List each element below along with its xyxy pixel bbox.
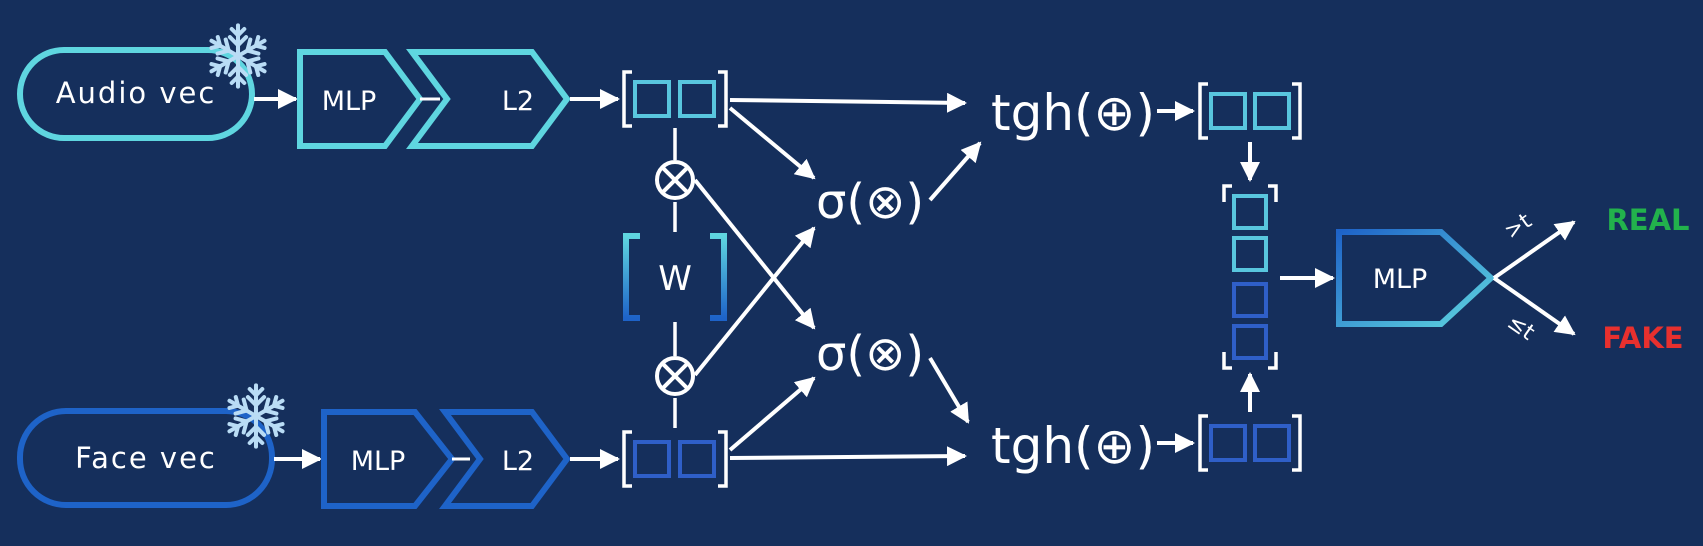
audio-branch: Audio vec MLP L2 (17, 25, 728, 149)
audio-l2-label: L2 (502, 86, 534, 117)
fused-audio-vector (1198, 82, 1302, 140)
face-embedding-vector (622, 430, 728, 488)
arrow-face-to-gate-bottom (728, 376, 816, 452)
face-input-node (17, 408, 275, 508)
arrow-gate-top-to-fuse-top (928, 141, 982, 202)
output-real-label: REAL (1606, 203, 1689, 237)
fuse-top-label: tgh(⊕) (991, 84, 1155, 142)
classifier-mlp-block (1336, 229, 1496, 327)
face-mlp-label: MLP (351, 446, 406, 477)
arrow-gate-bottom-to-fuse-bottom (928, 356, 970, 424)
concatenated-vector (1222, 184, 1278, 370)
face-input-label: Face vec (75, 441, 217, 475)
output-fake-label: FAKE (1602, 321, 1683, 355)
gate-top-label: σ(⊗) (816, 174, 924, 230)
snowflake-icon (207, 25, 268, 86)
face-branch: Face vec MLP L2 (17, 385, 728, 509)
face-mlp-block (321, 409, 456, 509)
threshold-upper-label: >t (1500, 208, 1537, 244)
fuse-bottom-label: tgh(⊕) (991, 417, 1155, 475)
multiply-top-icon (655, 160, 695, 200)
arrow-audio-to-gate-top (728, 106, 816, 180)
arrow-face-to-fuse-bottom (729, 446, 967, 467)
audio-input-node (17, 47, 255, 141)
weight-matrix-label: W (658, 259, 692, 299)
audio-input-label: Audio vec (56, 76, 217, 110)
fused-face-vector (1198, 414, 1302, 472)
audio-l2-block (406, 49, 571, 149)
snowflake-icon (225, 385, 286, 446)
audio-mlp-label: MLP (322, 86, 377, 117)
arrow-audio-to-fuse-top (729, 92, 967, 113)
gate-bottom-label: σ(⊗) (816, 326, 924, 382)
audio-mlp-block (297, 49, 424, 149)
face-l2-label: L2 (502, 446, 534, 477)
weight-column: W (623, 128, 727, 428)
threshold-lower-label: ≤t (1502, 310, 1539, 346)
multiply-bottom-icon (655, 356, 695, 396)
face-l2-block (439, 409, 571, 509)
arrow-mult-bottom-to-gate-top (693, 226, 816, 377)
arrow-to-real (1492, 220, 1576, 280)
arrow-mult-top-to-gate-bottom (693, 178, 816, 330)
classifier-mlp-label: MLP (1373, 264, 1428, 295)
arrow-to-fake (1492, 276, 1576, 336)
audio-embedding-vector (622, 70, 728, 128)
gating-arrows (693, 92, 982, 467)
